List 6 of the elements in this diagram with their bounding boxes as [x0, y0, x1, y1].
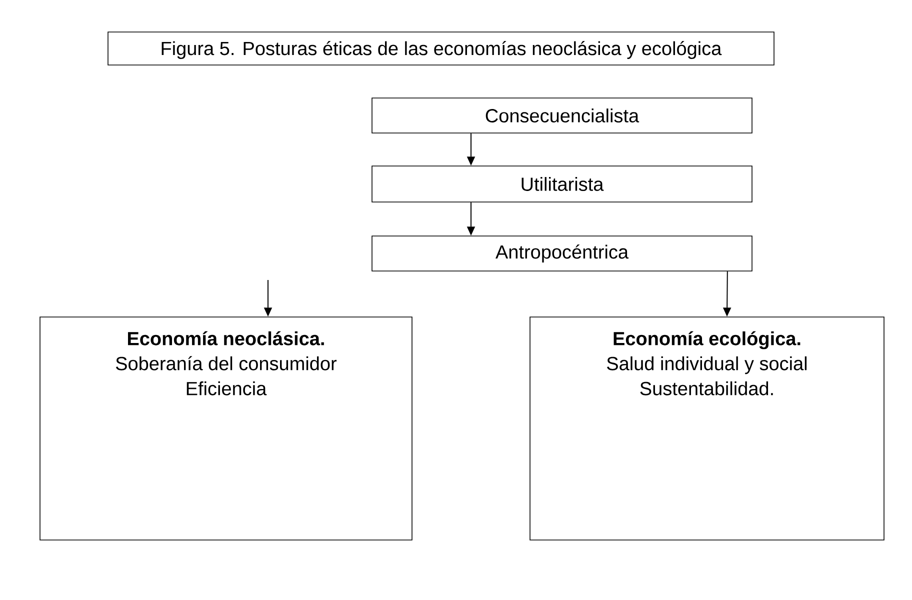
text-box: Utilitarista: [372, 166, 752, 202]
caption-box: Figura 5. Posturas éticas de las economías neoclásica y ecológica: [108, 32, 774, 66]
text-box: Antropocéntrica: [372, 236, 752, 272]
text-box: Consecuencialista: [372, 98, 752, 134]
text-box: Economía neoclásica. Soberanía del consumidor Eficiencia: [40, 316, 412, 540]
text-box: Economía ecológica. Salud individual y social Sustentabilidad.: [530, 316, 884, 540]
